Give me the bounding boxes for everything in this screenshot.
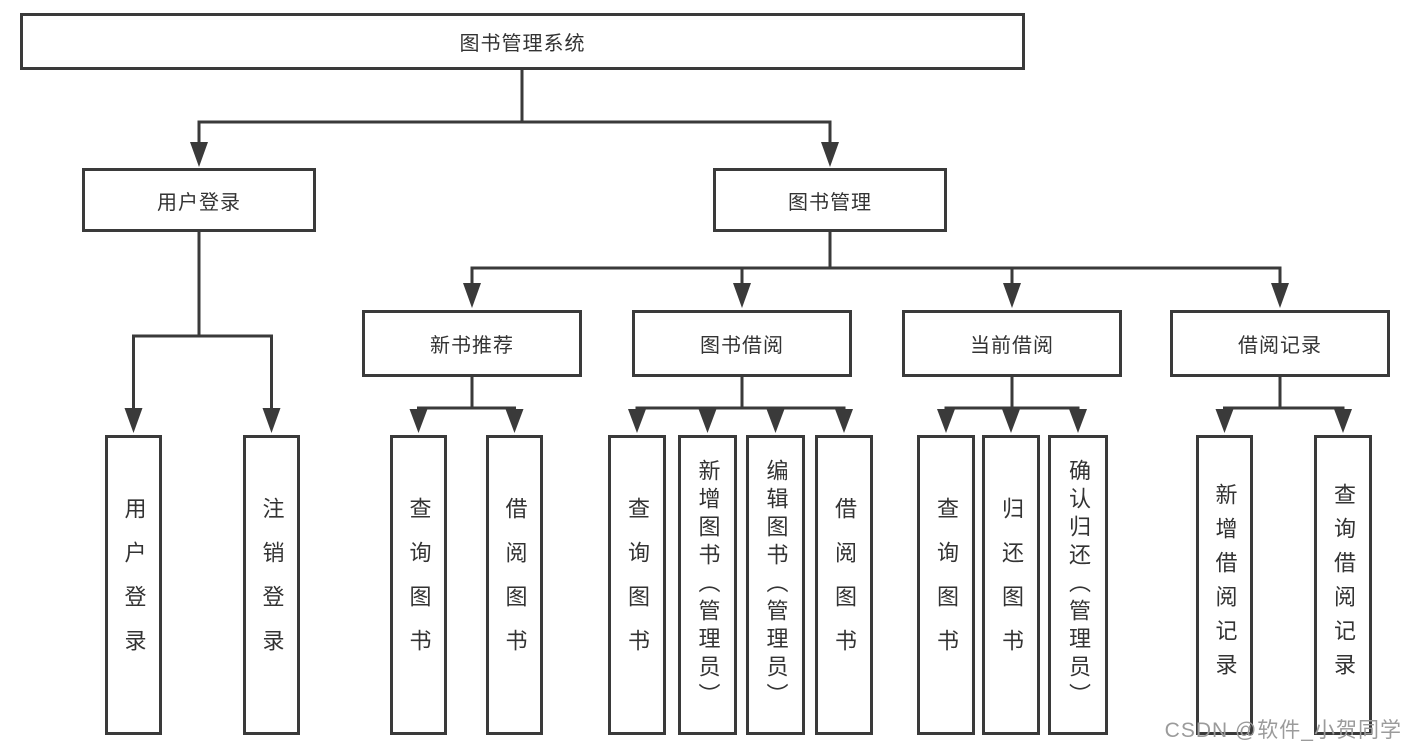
leaf-current-return-books: 归还图书: [982, 435, 1040, 735]
node-book-borrow: 图书借阅: [632, 310, 852, 377]
leaf-user-login: 用户登录: [105, 435, 162, 735]
node-current-borrow: 当前借阅: [902, 310, 1122, 377]
leaf-records-query-record-label: 查询借阅记录: [1331, 483, 1356, 687]
leaf-logout-login-label: 注销登录: [259, 497, 285, 673]
leaf-rec-borrow-books-label: 借阅图书: [502, 497, 528, 673]
edge-book-mgmt-to-level3: [463, 232, 1289, 308]
leaf-borrow-borrow-books: 借阅图书: [815, 435, 873, 735]
leaf-rec-borrow-books: 借阅图书: [486, 435, 543, 735]
node-book-borrow-label: 图书借阅: [700, 335, 784, 357]
leaf-current-query-books-label: 查询图书: [934, 497, 959, 673]
leaf-records-add-record-label: 新增借阅记录: [1212, 483, 1238, 687]
leaf-current-query-books: 查询图书: [917, 435, 975, 735]
leaf-records-query-record: 查询借阅记录: [1314, 435, 1372, 735]
leaf-borrow-add-books-admin: 新增图书（管理员）: [678, 435, 737, 735]
node-new-book-recommend-label: 新书推荐: [430, 335, 514, 357]
leaf-logout-login: 注销登录: [243, 435, 300, 735]
node-user-login-label: 用户登录: [157, 191, 241, 214]
leaf-current-return-books-label: 归还图书: [999, 497, 1024, 673]
node-root-label: 图书管理系统: [459, 33, 586, 55]
node-borrow-records-label: 借阅记录: [1238, 335, 1322, 357]
leaf-records-add-record: 新增借阅记录: [1196, 435, 1253, 735]
node-book-management-label: 图书管理: [788, 191, 872, 214]
edge-root-to-level2: [190, 70, 839, 167]
node-new-book-recommend: 新书推荐: [362, 310, 582, 377]
edge-new-book-rec-to-leaves: [409, 377, 524, 433]
leaf-borrow-query-books-label: 查询图书: [625, 497, 650, 673]
csdn-watermark: CSDN @软件_小贺同学: [1164, 719, 1402, 742]
node-book-management: 图书管理: [713, 168, 947, 232]
node-user-login: 用户登录: [82, 168, 316, 232]
leaf-borrow-edit-books-admin: 编辑图书（管理员）: [746, 435, 805, 735]
leaf-current-confirm-return-admin-label: 确认归还（管理员）: [1066, 459, 1091, 711]
node-borrow-records: 借阅记录: [1170, 310, 1390, 377]
leaf-borrow-add-books-admin-label: 新增图书（管理员）: [695, 459, 721, 711]
leaf-borrow-borrow-books-label: 借阅图书: [832, 497, 857, 673]
edge-current-borrow-to-leaves: [937, 377, 1087, 433]
leaf-rec-query-books: 查询图书: [390, 435, 447, 735]
leaf-user-login-label: 用户登录: [121, 497, 147, 673]
leaf-current-confirm-return-admin: 确认归还（管理员）: [1048, 435, 1108, 735]
edge-borrow-records-to-leaves: [1215, 377, 1352, 433]
edge-user-login-to-leaves: [124, 232, 281, 433]
node-root-library-system: 图书管理系统: [20, 13, 1025, 70]
leaf-borrow-query-books: 查询图书: [608, 435, 666, 735]
leaf-rec-query-books-label: 查询图书: [406, 497, 432, 673]
leaf-borrow-edit-books-admin-label: 编辑图书（管理员）: [763, 459, 789, 711]
node-current-borrow-label: 当前借阅: [970, 335, 1054, 357]
edge-book-borrow-to-leaves: [628, 377, 853, 433]
